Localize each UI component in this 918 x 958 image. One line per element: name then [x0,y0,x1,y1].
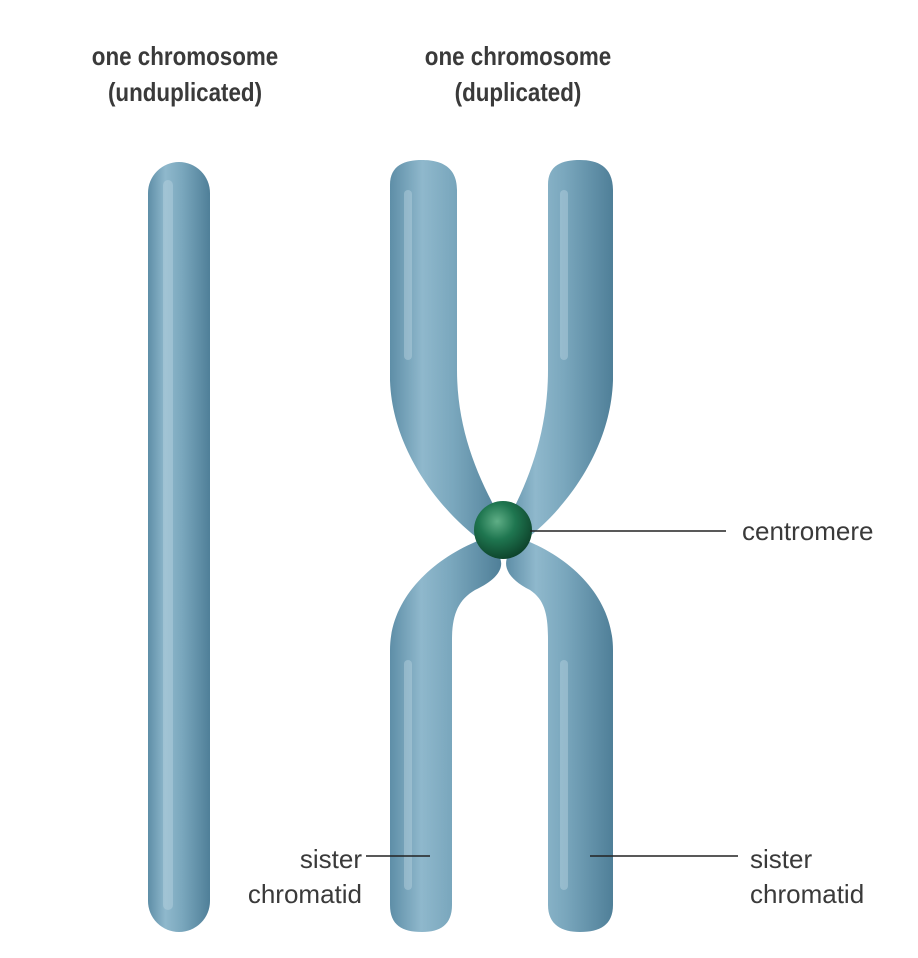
centromere-label: centromere [742,516,874,546]
unduplicated-title-line2: (unduplicated) [107,77,263,107]
unduplicated-title-line1: one chromosome [91,41,279,71]
left-sister-chromatid-label: sister chromatid [232,842,362,912]
duplicated-title-line1: one chromosome [424,41,612,71]
duplicated-title-line2: (duplicated) [454,77,582,107]
duplicated-title: one chromosome (duplicated) [389,38,647,110]
right-sister-chromatid-label: sister chromatid [750,842,900,912]
left-sister-chromatid [390,160,505,932]
unduplicated-title: one chromosome (unduplicated) [56,38,314,110]
right-sister-chromatid [505,160,613,932]
centromere [474,501,532,559]
right-sister-label-line1: sister [750,844,813,874]
right-sister-label-line2: chromatid [750,879,865,909]
left-sister-label-line2: chromatid [247,879,362,909]
unduplicated-chromosome [148,162,210,932]
left-sister-label-line1: sister [299,844,362,874]
